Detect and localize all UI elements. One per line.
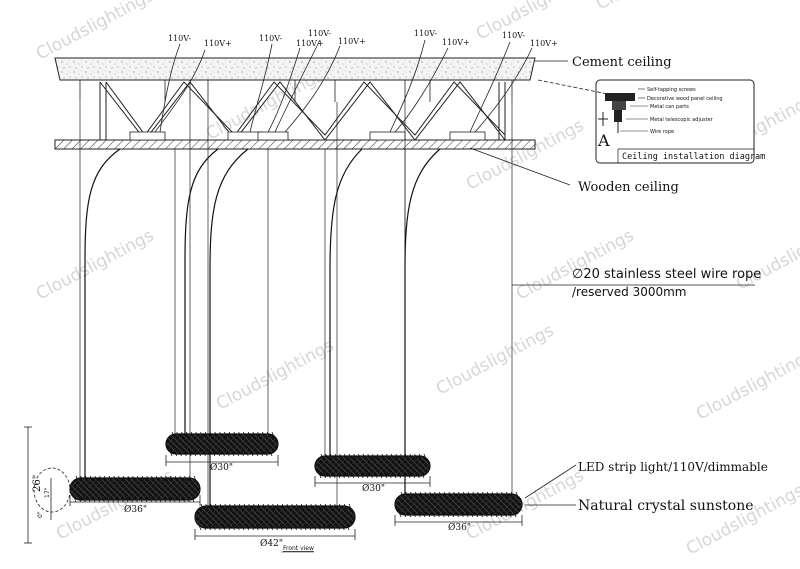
ring-36-left-diameter: Ø36" — [124, 504, 147, 515]
ring-30-left — [165, 431, 279, 457]
watermark-text: Cloudslightings — [463, 116, 588, 195]
watermark-text: Cloudslightings — [693, 346, 800, 425]
height-26-label: 26" — [32, 475, 43, 492]
ring-42 — [194, 503, 356, 531]
svg-text:110V+: 110V+ — [530, 39, 558, 48]
watermark-text: Cloudslightings — [33, 0, 158, 64]
watermark-text: Cloudslightings — [33, 226, 158, 305]
watermark-text: Cloudslightings — [53, 466, 178, 545]
front-view-label: Front view — [283, 545, 314, 552]
watermark-text: Cloudslightings — [433, 321, 558, 400]
svg-text:110V+: 110V+ — [296, 39, 324, 48]
svg-text:110V+: 110V+ — [338, 37, 366, 46]
svg-text:110V+: 110V+ — [442, 38, 470, 47]
wire-ropes — [79, 100, 513, 510]
wooden-ceiling — [54, 139, 571, 186]
power-labels: 110V- 110V+ 110V- 110V- 110V+ 110V+ 110V… — [168, 29, 558, 48]
detail-item-metal-can: Metal can parts — [650, 104, 689, 110]
svg-text:110V-: 110V- — [308, 29, 331, 38]
height-0-label: 0" — [37, 511, 44, 518]
watermark-text: Cloudslightings — [473, 0, 598, 44]
detail-item-wood-panel: Decorative wood panel ceiling — [647, 96, 723, 102]
svg-text:110V-: 110V- — [259, 34, 282, 43]
detail-item-wire-rope: Wire rope — [650, 129, 674, 135]
height-17-label: 17" — [44, 487, 51, 498]
wire-rope-label: ∅20 stainless steel wire rope — [572, 267, 761, 282]
ring-30-right-diameter: Ø30" — [362, 483, 385, 494]
ring-30-right — [314, 453, 431, 479]
ring-30-left-diameter: Ø30" — [210, 462, 233, 473]
ring-36-right — [394, 491, 523, 518]
ring-36-left — [69, 475, 201, 503]
watermark-text: Cloudslightings — [593, 0, 718, 14]
led-leader — [524, 464, 577, 499]
detail-item-adjuster: Metal telescopic adjuster — [650, 117, 714, 123]
ring-dimensions — [69, 455, 523, 540]
watermark-text: Cloudslightings — [733, 216, 800, 295]
detail-mark: A — [597, 131, 610, 150]
detail-inset: A Self-tapping screws Decorative wood pa… — [537, 79, 765, 164]
cement-ceiling — [54, 57, 568, 81]
svg-text:110V-: 110V- — [502, 31, 525, 40]
ring-42-diameter: Ø42" — [260, 538, 283, 549]
wire-rope-reserved-label: /reserved 3000mm — [572, 285, 687, 299]
watermark-text: Cloudslightings — [683, 481, 800, 560]
wooden-ceiling-label: Wooden ceiling — [578, 180, 679, 195]
crystal-label: Natural crystal sunstone — [578, 498, 754, 514]
cement-ceiling-label: Cement ceiling — [572, 55, 672, 70]
svg-text:110V+: 110V+ — [204, 39, 232, 48]
svg-text:110V-: 110V- — [168, 34, 191, 43]
canopy-boxes — [129, 131, 486, 141]
power-cords — [84, 148, 441, 510]
led-strip-label: LED strip light/110V/dimmable — [578, 460, 768, 474]
detail-title: Ceiling installation diagram — [622, 152, 765, 162]
detail-item-screws: Self-tapping screws — [647, 87, 696, 93]
ring-36-right-diameter: Ø36" — [448, 522, 471, 533]
power-cables — [154, 39, 533, 133]
svg-text:110V-: 110V- — [414, 29, 437, 38]
watermark-text: Cloudslightings — [213, 336, 338, 415]
height-dimension — [24, 426, 71, 544]
crystal-rings — [69, 431, 523, 531]
